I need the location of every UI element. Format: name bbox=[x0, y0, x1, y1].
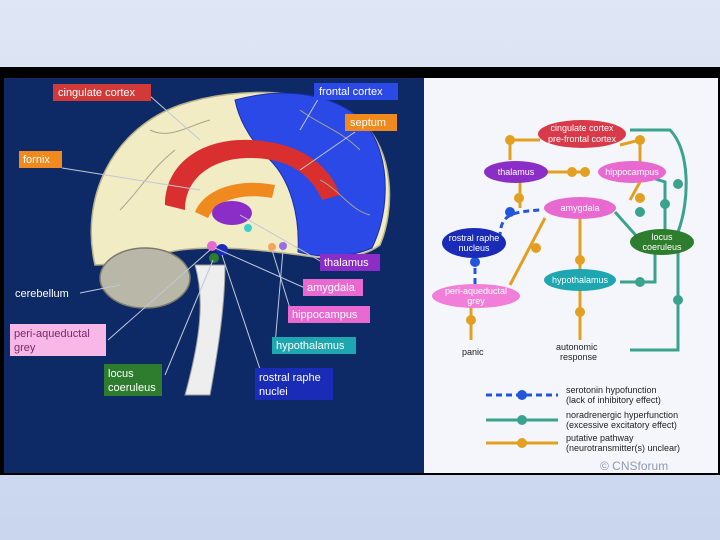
septum-dot bbox=[244, 224, 252, 232]
locus-dot bbox=[209, 253, 219, 263]
node-hypothalamus-text: hypothalamus bbox=[552, 275, 609, 285]
node-locus-text-2: coeruleus bbox=[642, 242, 682, 252]
node-raphe-text-2: nucleus bbox=[458, 243, 490, 253]
node-periaqueductal-text-1: peri-aqueductal bbox=[445, 286, 507, 296]
label-locus-text-1: locus bbox=[108, 368, 134, 380]
put-path-thalamus-cc bbox=[510, 140, 540, 160]
brain-illustration: cingulate cortex frontal cortex septum f… bbox=[4, 78, 424, 473]
autonomic-text-2: response bbox=[560, 352, 597, 362]
label-periaqueductal-text-1: peri-aqueductal bbox=[14, 328, 90, 340]
label-periaqueductal-text-2: grey bbox=[14, 342, 36, 354]
legend-putative-text-1: putative pathway bbox=[566, 433, 634, 443]
legend-noradrenergic-text-2: (excessive excitatory effect) bbox=[566, 420, 677, 430]
node-raphe-text-1: rostral raphe bbox=[449, 233, 500, 243]
node-amygdala-text: amygdala bbox=[560, 203, 599, 213]
node-thalamus-text: thalamus bbox=[498, 167, 535, 177]
amygdala-dot bbox=[207, 241, 217, 251]
node-locus-text-1: locus bbox=[651, 232, 673, 242]
label-cingulate-cortex-text: cingulate cortex bbox=[58, 87, 136, 99]
hippo-dot bbox=[268, 243, 276, 251]
node-cingulate-text-2: pre-frontal cortex bbox=[548, 134, 617, 144]
label-hippocampus-text: hippocampus bbox=[292, 309, 358, 321]
label-hypothalamus-text: hypothalamus bbox=[276, 340, 345, 352]
legend-putative-marker bbox=[517, 438, 527, 448]
label-frontal-cortex-text: frontal cortex bbox=[319, 86, 383, 98]
label-locus-text-2: coeruleus bbox=[108, 382, 156, 394]
thalamus-region bbox=[212, 201, 252, 225]
label-fornix-text: fornix bbox=[23, 154, 50, 166]
cerebellum-region bbox=[100, 248, 190, 308]
autonomic-text-1: autonomic bbox=[556, 342, 598, 352]
panic-text: panic bbox=[462, 347, 484, 357]
na-path-hypothalamus bbox=[620, 250, 655, 282]
label-raphe-text-2: nuclei bbox=[259, 386, 288, 398]
node-hippocampus-text: hippocampus bbox=[605, 167, 659, 177]
legend-noradrenergic-text-1: noradrenergic hyperfunction bbox=[566, 410, 678, 420]
label-raphe-text-1: rostral raphe bbox=[259, 372, 321, 384]
label-thalamus-text: thalamus bbox=[324, 257, 369, 269]
label-cerebellum: cerebellum bbox=[15, 288, 69, 300]
legend: serotonin hypofunction (lack of inhibito… bbox=[486, 385, 680, 473]
label-septum-text: septum bbox=[350, 117, 386, 129]
copyright-text: © CNSforum bbox=[600, 459, 668, 473]
legend-serotonin-marker bbox=[517, 390, 527, 400]
node-periaqueductal-text-2: grey bbox=[467, 296, 485, 306]
legend-putative-text-2: (neurotransmitter(s) unclear) bbox=[566, 443, 680, 453]
figure-panel: cingulate cortex frontal cortex septum f… bbox=[4, 78, 718, 473]
pathway-diagram: cingulate cortex pre-frontal cortex thal… bbox=[432, 120, 694, 362]
legend-serotonin-text-1: serotonin hypofunction bbox=[566, 385, 657, 395]
legend-serotonin-text-2: (lack of inhibitory effect) bbox=[566, 395, 661, 405]
node-cingulate-text-1: cingulate cortex bbox=[550, 123, 614, 133]
hypo-dot bbox=[279, 242, 287, 250]
put-path-amyg-pag bbox=[510, 218, 545, 285]
raphe-dot bbox=[216, 244, 228, 256]
legend-noradrenergic-marker bbox=[517, 415, 527, 425]
label-amygdala-text: amygdala bbox=[307, 282, 356, 294]
figure-svg: cingulate cortex frontal cortex septum f… bbox=[4, 78, 718, 473]
